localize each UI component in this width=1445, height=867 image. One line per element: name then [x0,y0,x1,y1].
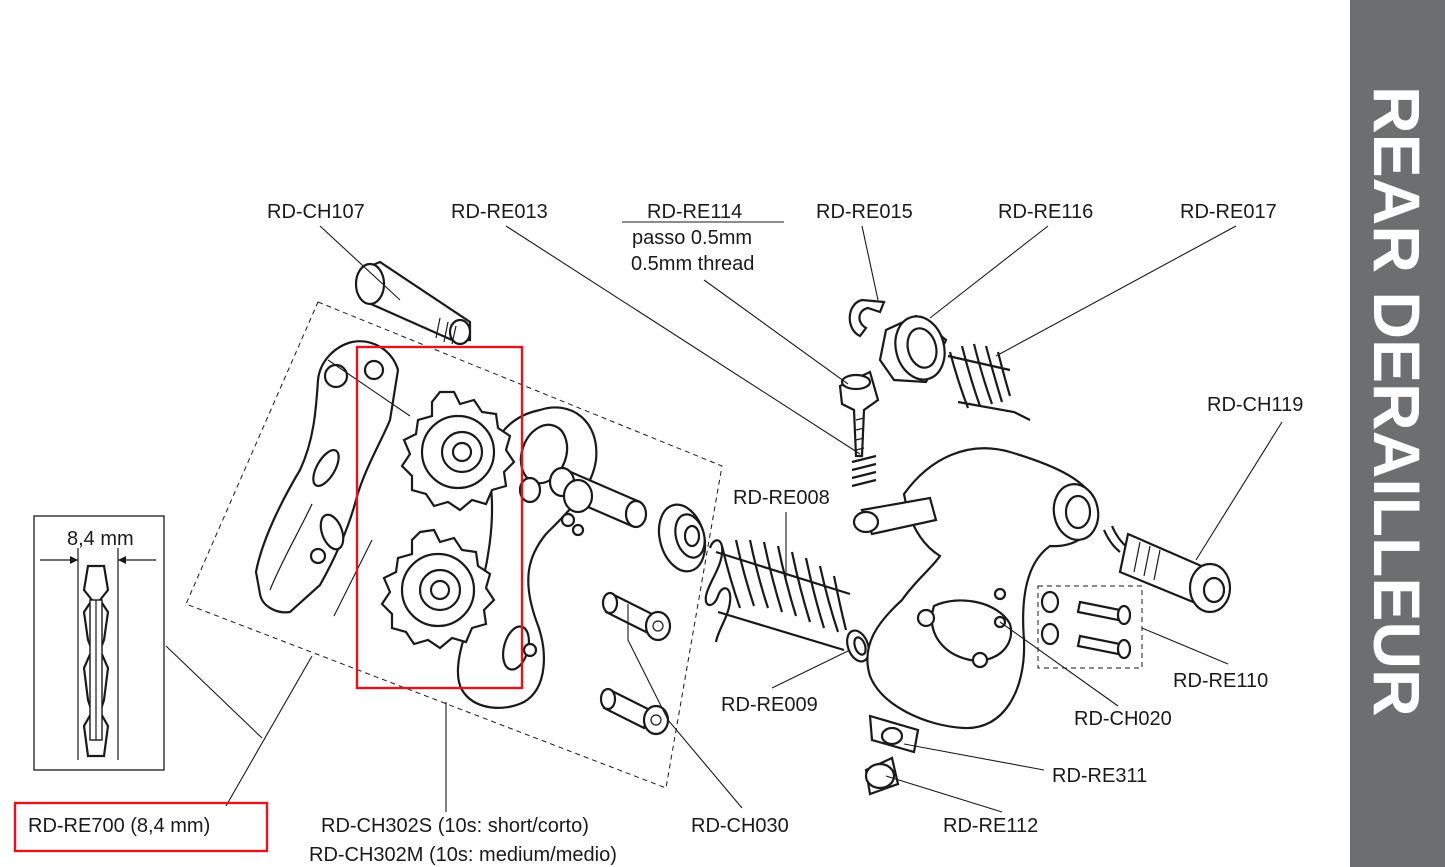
circlip-part [848,298,886,338]
label-rd-re015: RD-RE015 [816,201,913,223]
bushing-part [657,503,707,573]
leader-lines [165,225,1283,813]
inner-cage-plate-part [254,340,400,614]
label-rd-re017: RD-RE017 [1180,201,1277,223]
label-rd-ch302s: RD-CH302S (10s: short/corto) [321,815,589,837]
label-rd-re013: RD-RE013 [451,201,548,223]
section-title: REAR DERAILLEUR [1362,86,1432,717]
label-rd-ch119: RD-CH119 [1207,394,1303,416]
b-bushing-part [878,314,948,384]
label-rd-re112: RD-RE112 [943,815,1038,837]
cable-clamp-part [868,714,920,754]
label-rd-re009: RD-RE009 [721,694,818,716]
pulley-side-view-inset [33,515,165,771]
lower-pulley-part [380,528,496,650]
label-re114-note-en: 0.5mm thread [631,253,754,275]
upper-pulley-part [400,390,516,512]
pivot-tube-part [548,466,648,529]
main-spring-part [704,539,851,652]
part-number-highlight-box [13,801,269,853]
b-axle-bolt-part [1102,525,1232,614]
label-rd-re114: RD-RE114 [647,201,742,223]
screw-box-outline [1037,585,1143,669]
small-spring-part [851,454,877,488]
pivot-bolt-part [354,260,472,346]
derailleur-body-part [852,447,1100,730]
limit-screw-part [838,370,880,458]
label-rd-re116: RD-RE116 [998,201,1093,223]
label-rd-re700: RD-RE700 (8,4 mm) [28,815,210,837]
label-re114-note-it: passo 0.5mm [632,227,752,249]
label-rd-ch030: RD-CH030 [691,815,789,837]
pulley-bolt-upper-part [601,591,672,642]
clamp-bolt-part [864,756,900,796]
label-rd-ch107: RD-CH107 [267,201,365,223]
label-rd-re311: RD-RE311 [1052,765,1147,787]
washer-part [846,629,870,663]
b-spring-part [947,343,1031,421]
label-rd-re008: RD-RE008 [733,487,830,509]
label-rd-ch020: RD-CH020 [1074,708,1172,730]
label-rd-re110: RD-RE110 [1173,670,1268,692]
pulley-width-dimension: 8,4 mm [67,528,134,550]
label-rd-ch302m: RD-CH302M (10s: medium/medio) [309,844,617,866]
cage-assembly-outline [185,301,723,789]
pulley-highlight-box [355,345,524,690]
cable-screws-part [1040,590,1132,660]
section-side-bar [1350,0,1445,867]
pulley-bolt-lower-part [599,687,670,736]
